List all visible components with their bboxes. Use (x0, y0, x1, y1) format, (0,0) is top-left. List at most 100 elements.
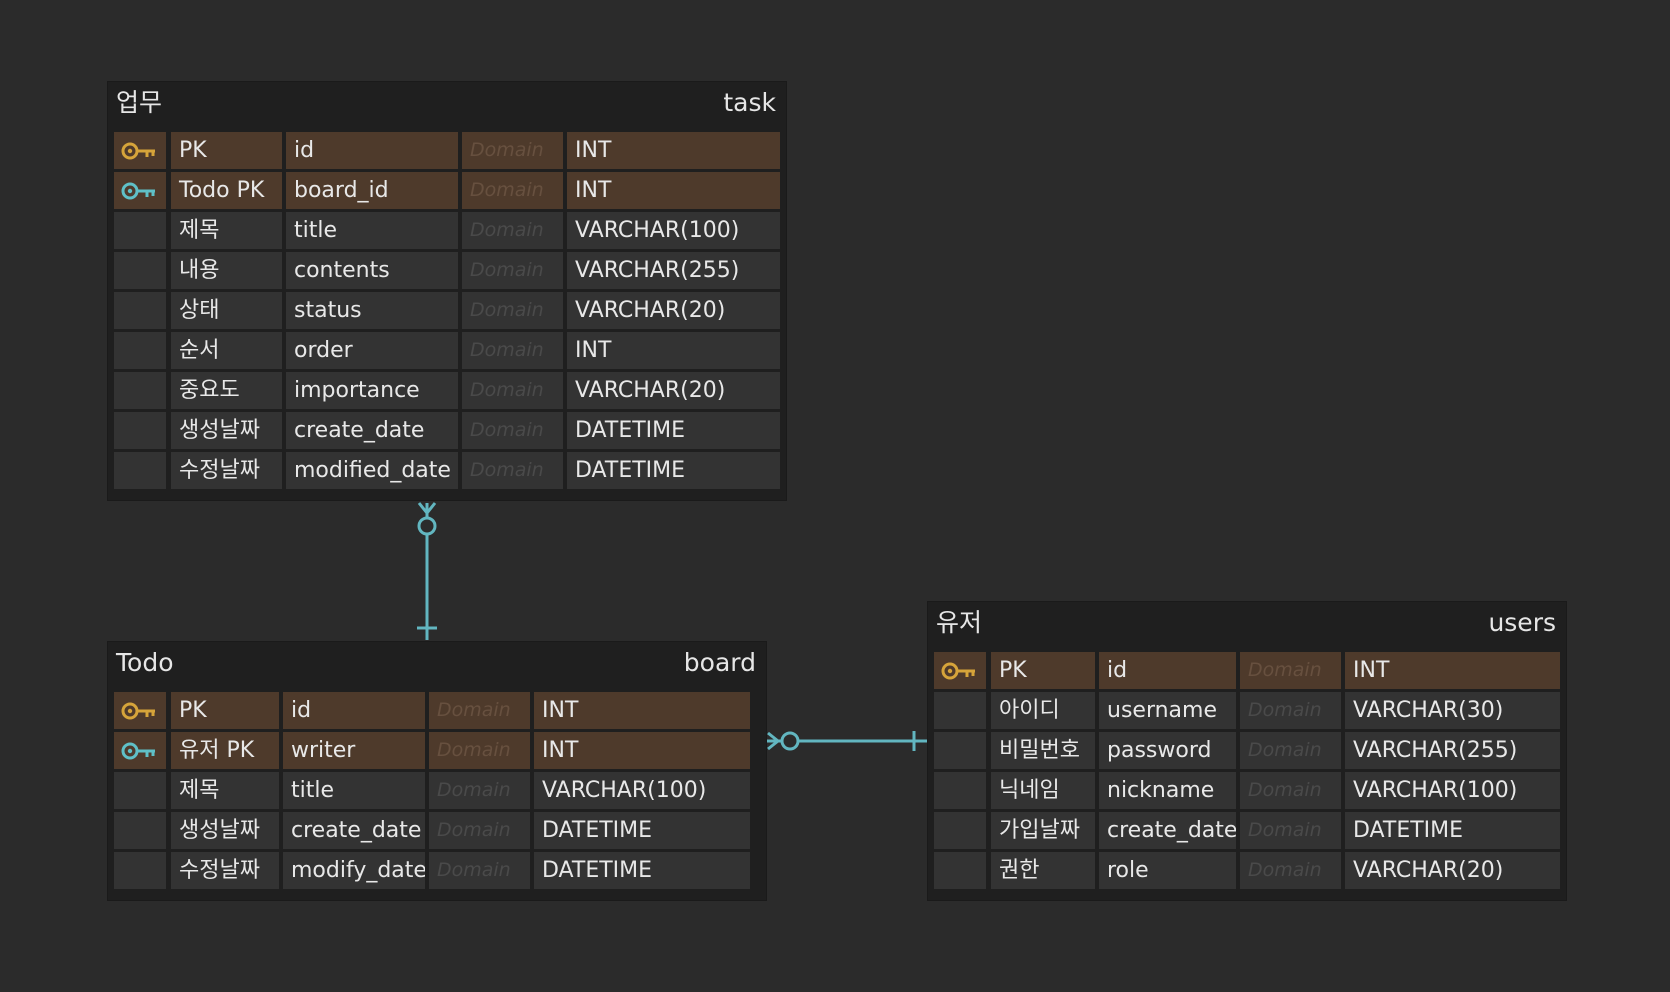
column-name: id (1099, 652, 1236, 689)
column-label: Todo PK (171, 172, 282, 209)
key-icon-cell (114, 412, 166, 449)
column-label: 중요도 (171, 372, 282, 409)
column-type: VARCHAR(100) (1345, 772, 1560, 809)
column-label: PK (991, 652, 1095, 689)
column-type: VARCHAR(20) (567, 292, 780, 329)
column-type: VARCHAR(255) (1345, 732, 1560, 769)
column-name: writer (283, 732, 425, 769)
primary-key-icon (941, 662, 975, 680)
column-name: create_date (286, 412, 458, 449)
column-label: PK (171, 692, 279, 729)
column-domain: Domain (1240, 692, 1341, 729)
relationship-users-board[interactable] (765, 731, 927, 751)
column-type: VARCHAR(100) (567, 212, 780, 249)
column-label: 수정날짜 (171, 452, 282, 489)
primary-key-icon (121, 702, 155, 720)
key-icon-cell (934, 812, 986, 849)
column-label: 생성날짜 (171, 812, 279, 849)
column-label: 제목 (171, 772, 279, 809)
column-name: title (283, 772, 425, 809)
column-label: 비밀번호 (991, 732, 1095, 769)
key-icon-cell (114, 212, 166, 249)
column-domain: Domain (1240, 852, 1341, 889)
key-icon-cell (114, 852, 166, 889)
column-name: title (286, 212, 458, 249)
column-name: modified_date (286, 452, 458, 489)
column-domain: Domain (462, 172, 563, 209)
key-icon-cell (934, 652, 986, 689)
primary-key-icon (121, 142, 155, 160)
column-name: nickname (1099, 772, 1236, 809)
key-icon-cell (934, 772, 986, 809)
column-name: username (1099, 692, 1236, 729)
column-domain: Domain (462, 252, 563, 289)
key-icon-cell (114, 132, 166, 169)
column-domain: Domain (462, 212, 563, 249)
column-name: importance (286, 372, 458, 409)
key-icon-cell (114, 772, 166, 809)
column-domain: Domain (462, 412, 563, 449)
column-domain: Domain (1240, 732, 1341, 769)
column-type: VARCHAR(255) (567, 252, 780, 289)
entity-header: 유저 users (928, 602, 1566, 652)
column-name: role (1099, 852, 1236, 889)
column-domain: Domain (462, 132, 563, 169)
column-type: VARCHAR(20) (567, 372, 780, 409)
column-type: INT (534, 732, 750, 769)
key-icon-cell (114, 732, 166, 769)
column-type: DATETIME (534, 852, 750, 889)
column-label: 아이디 (991, 692, 1095, 729)
column-domain: Domain (1240, 652, 1341, 689)
column-label: 닉네임 (991, 772, 1095, 809)
column-label: 상태 (171, 292, 282, 329)
key-icon-cell (114, 172, 166, 209)
key-icon-cell (934, 692, 986, 729)
column-domain: Domain (1240, 772, 1341, 809)
relationship-board-task[interactable] (417, 502, 437, 640)
column-domain: Domain (429, 772, 530, 809)
column-domain: Domain (429, 812, 530, 849)
column-domain: Domain (462, 372, 563, 409)
column-domain: Domain (429, 692, 530, 729)
column-type: INT (567, 132, 780, 169)
entity-header: Todo board (108, 642, 766, 692)
column-name: create_date (283, 812, 425, 849)
column-type: DATETIME (567, 452, 780, 489)
column-label: 순서 (171, 332, 282, 369)
entity-physical-name: board (683, 648, 756, 677)
column-type: DATETIME (1345, 812, 1560, 849)
column-label: 내용 (171, 252, 282, 289)
column-domain: Domain (462, 452, 563, 489)
column-type: VARCHAR(30) (1345, 692, 1560, 729)
column-type: INT (1345, 652, 1560, 689)
column-name: contents (286, 252, 458, 289)
column-name: create_date (1099, 812, 1236, 849)
